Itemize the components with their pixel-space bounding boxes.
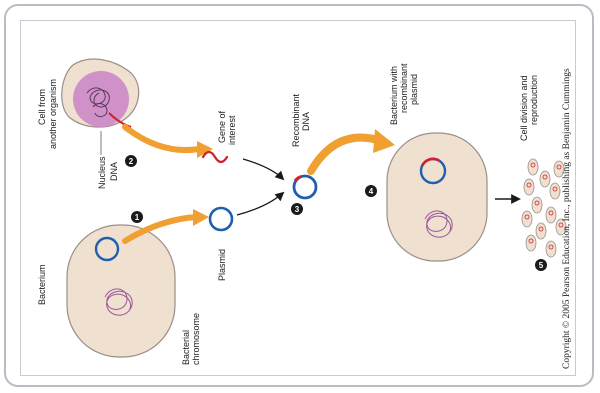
orange-arrow-insert-plasmid: [311, 138, 381, 171]
svg-text:1: 1: [135, 213, 140, 222]
isolated-plasmid: [210, 208, 232, 230]
step-4-badge: 4: [365, 185, 377, 197]
svg-text:2: 2: [129, 157, 134, 166]
label-bacterium-with-plasmid-3: plasmid: [409, 74, 419, 105]
diagram-panel: Cell from another organism Nucleus DNA 2…: [20, 20, 576, 376]
label-cell-from-organism-1: Cell from: [37, 89, 47, 125]
label-bacterial-chromosome-2: chromosome: [191, 313, 201, 365]
label-bacterial-chromosome-1: Bacterial: [181, 330, 191, 365]
arrow-gene-to-recombinant: [243, 159, 283, 179]
step-1-badge: 1: [131, 211, 143, 223]
label-cell-division-2: reproduction: [529, 75, 539, 125]
label-gene-of-interest-2: interest: [227, 115, 237, 145]
copyright-notice: Copyright © 2005 Pearson Education, Inc.…: [561, 68, 572, 369]
orange-arrow-extract-gene: [125, 127, 199, 150]
label-gene-of-interest-1: Gene of: [217, 110, 227, 143]
svg-text:4: 4: [369, 187, 374, 196]
figure-frame: Cell from another organism Nucleus DNA 2…: [4, 4, 594, 387]
label-dna: DNA: [109, 162, 119, 181]
label-bacterium-with-plasmid-2: recombinant: [399, 63, 409, 113]
label-plasmid: Plasmid: [217, 249, 227, 281]
label-nucleus: Nucleus: [97, 156, 107, 189]
label-recombinant-dna-2: DNA: [301, 112, 311, 131]
label-bacterium: Bacterium: [37, 264, 47, 305]
svg-text:5: 5: [539, 261, 544, 270]
transformed-bacterium: [387, 133, 487, 261]
gene-of-interest-fragment: [203, 152, 227, 162]
arrow-plasmid-to-recombinant: [237, 193, 283, 215]
dividing-bacteria-cluster: [522, 159, 566, 257]
svg-text:3: 3: [295, 205, 300, 214]
orange-arrowhead-3: [373, 129, 395, 153]
recombinant-dna-ring: [294, 176, 316, 198]
label-cell-division-1: Cell division and: [519, 75, 529, 141]
label-bacterium-with-plasmid-1: Bacterium with: [389, 66, 399, 125]
label-recombinant-dna-1: Recombinant: [291, 93, 301, 147]
label-cell-from-organism-2: another organism: [48, 79, 58, 149]
orange-arrowhead-2: [193, 209, 209, 226]
step-2-badge: 2: [125, 155, 137, 167]
recombinant-dna-diagram: Cell from another organism Nucleus DNA 2…: [21, 21, 577, 377]
step-5-badge: 5: [535, 259, 547, 271]
step-3-badge: 3: [291, 203, 303, 215]
